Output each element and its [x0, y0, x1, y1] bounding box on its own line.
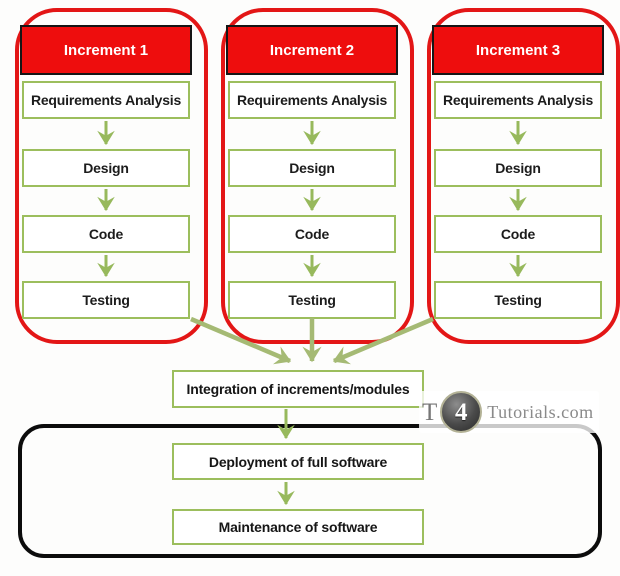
- increment-1-step-design: Design: [22, 149, 190, 187]
- increment-1-header: Increment 1: [20, 25, 192, 75]
- increment-2-header: Increment 2: [226, 25, 398, 75]
- increment-2-step-testing: Testing: [228, 281, 396, 319]
- increment-2-step-code: Code: [228, 215, 396, 253]
- increment-1-step-code: Code: [22, 215, 190, 253]
- increment-1-container: Increment 1 Requirements Analysis Design…: [15, 8, 208, 344]
- increment-1-step-testing: Testing: [22, 281, 190, 319]
- deployment-phase-container: [18, 424, 602, 558]
- increment-2-container: Increment 2 Requirements Analysis Design…: [221, 8, 414, 344]
- increment-3-container: Increment 3 Requirements Analysis Design…: [427, 8, 620, 344]
- increment-2-step-requirements: Requirements Analysis: [228, 81, 396, 119]
- increment-1-step-requirements: Requirements Analysis: [22, 81, 190, 119]
- maintenance-box: Maintenance of software: [172, 509, 424, 545]
- watermark-4-badge-icon: 4: [440, 391, 483, 433]
- increment-3-step-code: Code: [434, 215, 602, 253]
- watermark-domain-text: Tutorials.com: [487, 401, 594, 422]
- increment-2-step-design: Design: [228, 149, 396, 187]
- deployment-box: Deployment of full software: [172, 443, 424, 480]
- increment-3-header: Increment 3: [432, 25, 604, 75]
- increment-3-step-design: Design: [434, 149, 602, 187]
- watermark-t-letter: T: [422, 398, 438, 426]
- watermark-t4tutorials: T 4 Tutorials.com: [419, 391, 599, 433]
- increment-3-step-requirements: Requirements Analysis: [434, 81, 602, 119]
- increment-3-step-testing: Testing: [434, 281, 602, 319]
- integration-box: Integration of increments/modules: [172, 370, 424, 408]
